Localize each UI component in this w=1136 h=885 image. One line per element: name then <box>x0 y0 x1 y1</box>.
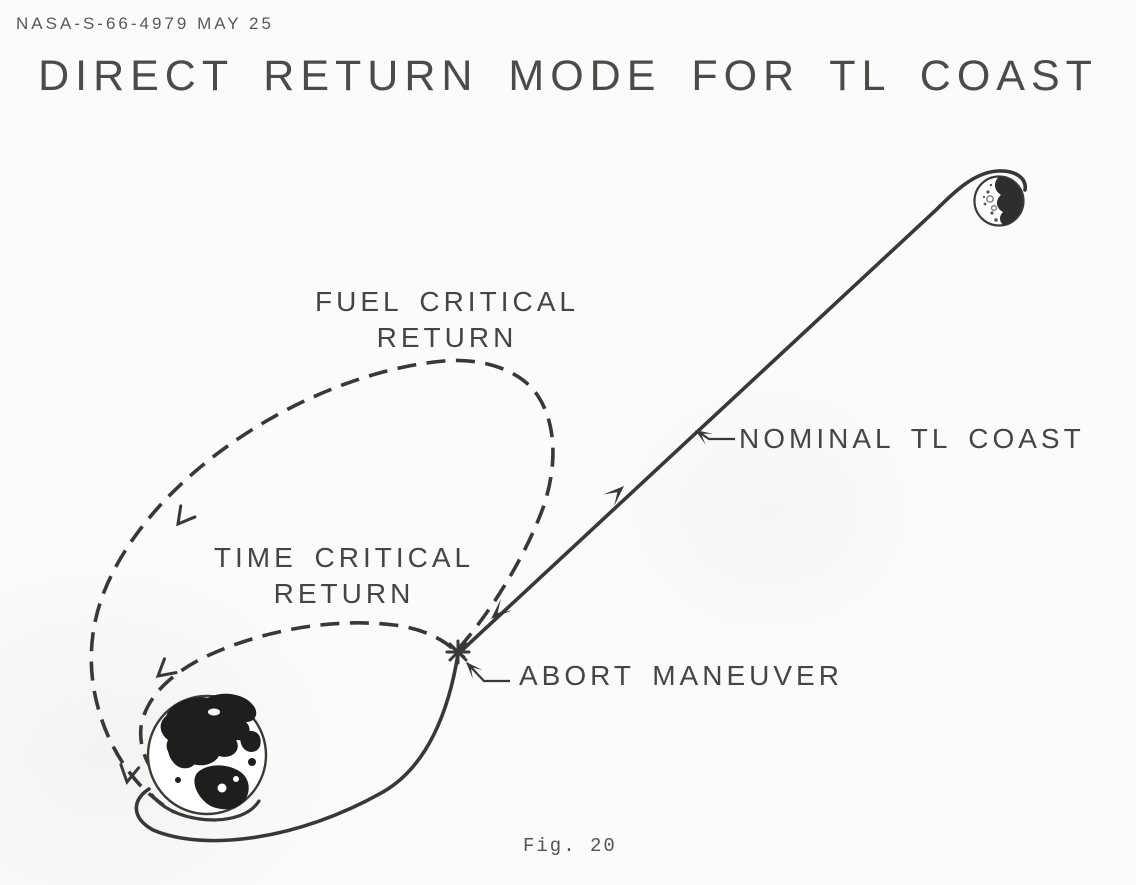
time-return-direction-arrow <box>155 657 178 678</box>
time-critical-return-label: TIME CRITICAL RETURN <box>214 540 474 612</box>
fuel-return-direction-arrow <box>176 504 197 527</box>
abort-marker-icon <box>445 639 471 665</box>
figure-caption: Fig. 20 <box>523 835 617 857</box>
time-critical-line1: TIME CRITICAL <box>213 542 475 573</box>
fuel-return-direction-arrow <box>119 763 141 786</box>
parking-orbit-arc <box>150 793 261 822</box>
time-critical-line2: RETURN <box>273 578 415 609</box>
fuel-critical-orbit-path <box>89 358 555 814</box>
nominal-leader-arrowhead <box>695 430 713 445</box>
page-title: DIRECT RETURN MODE FOR TL COAST <box>38 52 1098 100</box>
nominal-tl-coast-label: NOMINAL TL COAST <box>739 423 1085 454</box>
abort-leader-arrowhead <box>466 662 483 679</box>
fuel-critical-return-label: FUEL CRITICAL RETURN <box>315 284 579 356</box>
fuel-critical-line2: RETURN <box>376 322 518 353</box>
moon-icon <box>973 175 1025 227</box>
document-code: NASA-S-66-4979 MAY 25 <box>16 14 274 33</box>
return-direction-arrow <box>491 598 512 619</box>
time-critical-orbit-path <box>138 621 454 781</box>
fuel-critical-line1: FUEL CRITICAL <box>315 286 579 317</box>
abort-leader-line <box>466 662 510 683</box>
earth-icon <box>146 693 268 816</box>
nominal-trajectory-path <box>134 169 1027 843</box>
abort-maneuver-label: ABORT MANEUVER <box>519 660 843 691</box>
outbound-direction-arrow <box>603 486 624 507</box>
